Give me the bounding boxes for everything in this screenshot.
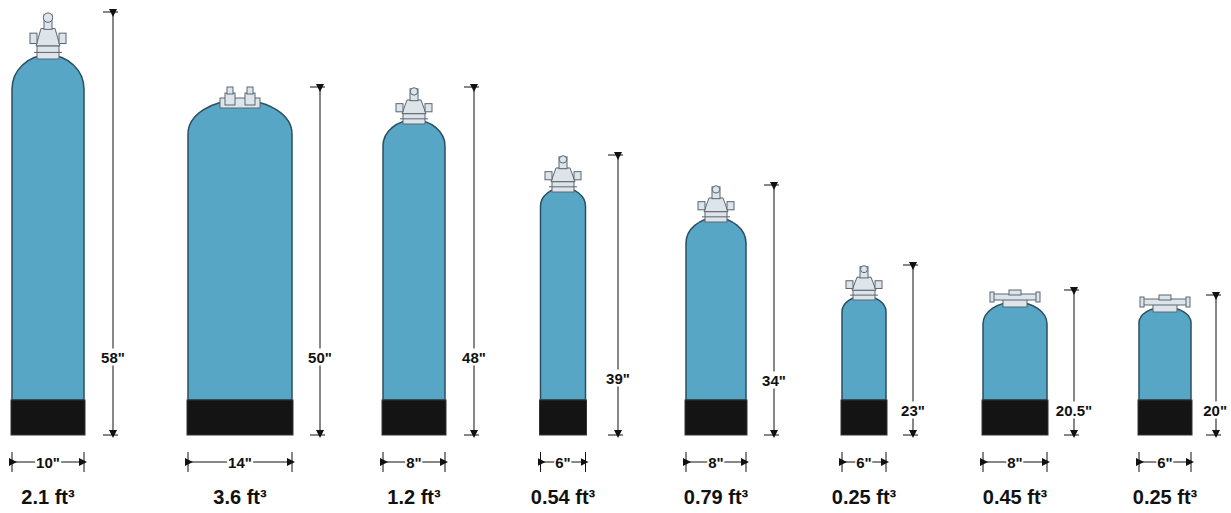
width-dimension: 6"	[554, 454, 571, 471]
tank-body	[983, 302, 1047, 400]
height-dimension: 50"	[307, 349, 333, 366]
dimension-line	[383, 87, 479, 472]
dimension-line	[1139, 295, 1221, 472]
tank	[540, 156, 587, 435]
tank	[841, 266, 887, 435]
height-dimension: 20.5"	[1055, 402, 1093, 419]
volume-label: 3.6 ft³	[213, 487, 266, 507]
valve-head	[396, 88, 432, 124]
tank-body	[686, 218, 746, 400]
valve-head	[846, 266, 882, 300]
height-dimension: 48"	[461, 349, 487, 366]
dimension-line	[12, 12, 118, 472]
volume-label: 2.1 ft³	[21, 487, 74, 507]
tank	[187, 87, 293, 435]
width-dimension: 8"	[707, 454, 724, 471]
tank-base	[685, 400, 747, 435]
tank-base	[11, 400, 85, 435]
valve-head	[545, 156, 581, 192]
tank	[685, 186, 747, 435]
volume-label: 1.2 ft³	[387, 487, 440, 507]
tank-body	[383, 120, 445, 400]
height-dimension: 58"	[100, 349, 126, 366]
dimension-line	[686, 185, 779, 472]
volume-label: 0.54 ft³	[531, 487, 595, 507]
tank-base	[982, 400, 1048, 435]
tank	[11, 13, 85, 435]
volume-label: 0.79 ft³	[684, 487, 748, 507]
height-dimension: 39"	[605, 370, 631, 387]
tank-body	[188, 100, 292, 400]
width-dimension: 6"	[855, 454, 872, 471]
dimension-line	[983, 290, 1079, 472]
height-dimension: 23"	[900, 402, 926, 419]
tank-body	[842, 296, 886, 400]
valve-head	[698, 186, 734, 222]
volume-label: 0.45 ft³	[983, 487, 1047, 507]
width-dimension: 8"	[405, 454, 422, 471]
tank	[382, 88, 446, 435]
tank-base	[382, 400, 446, 435]
tank	[1138, 295, 1192, 435]
valve-head	[990, 290, 1040, 307]
dimension-line	[188, 87, 325, 472]
width-dimension: 14"	[227, 454, 253, 471]
valve-head	[30, 13, 66, 59]
volume-label: 0.25 ft³	[832, 487, 896, 507]
width-dimension: 10"	[35, 454, 61, 471]
dimension-line	[842, 265, 918, 472]
tank-base	[1138, 400, 1192, 435]
dimension-line	[541, 155, 624, 472]
width-dimension: 8"	[1006, 454, 1023, 471]
tank-body	[541, 188, 586, 400]
tank-base	[187, 400, 293, 435]
height-dimension: 20"	[1202, 402, 1228, 419]
tank-base	[540, 400, 587, 435]
tank-base	[841, 400, 887, 435]
valve-head	[1140, 295, 1190, 312]
tank-body	[12, 55, 84, 400]
height-dimension: 34"	[761, 372, 787, 389]
width-dimension: 6"	[1156, 454, 1173, 471]
tank	[982, 290, 1048, 435]
volume-label: 0.25 ft³	[1133, 487, 1197, 507]
tank-body	[1139, 307, 1191, 400]
valve-head	[220, 87, 260, 108]
